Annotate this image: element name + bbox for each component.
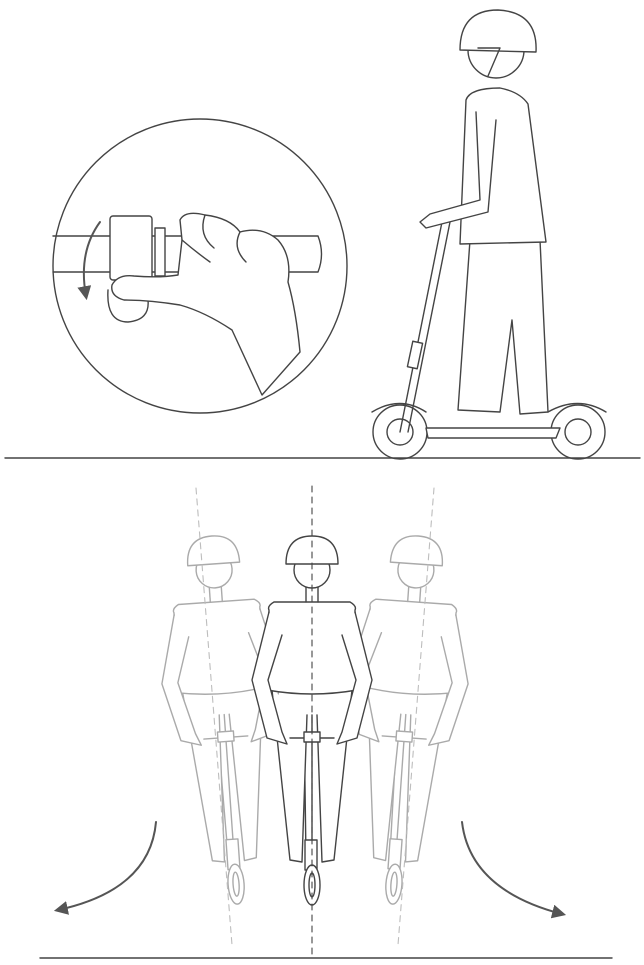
rider-on-scooter-icon [372,10,606,459]
curved-arrow-left-icon [58,822,156,910]
curved-arrow-right-icon [462,822,562,914]
throttle-detail-circle [53,119,347,413]
rotate-down-arrow-icon [84,222,100,296]
